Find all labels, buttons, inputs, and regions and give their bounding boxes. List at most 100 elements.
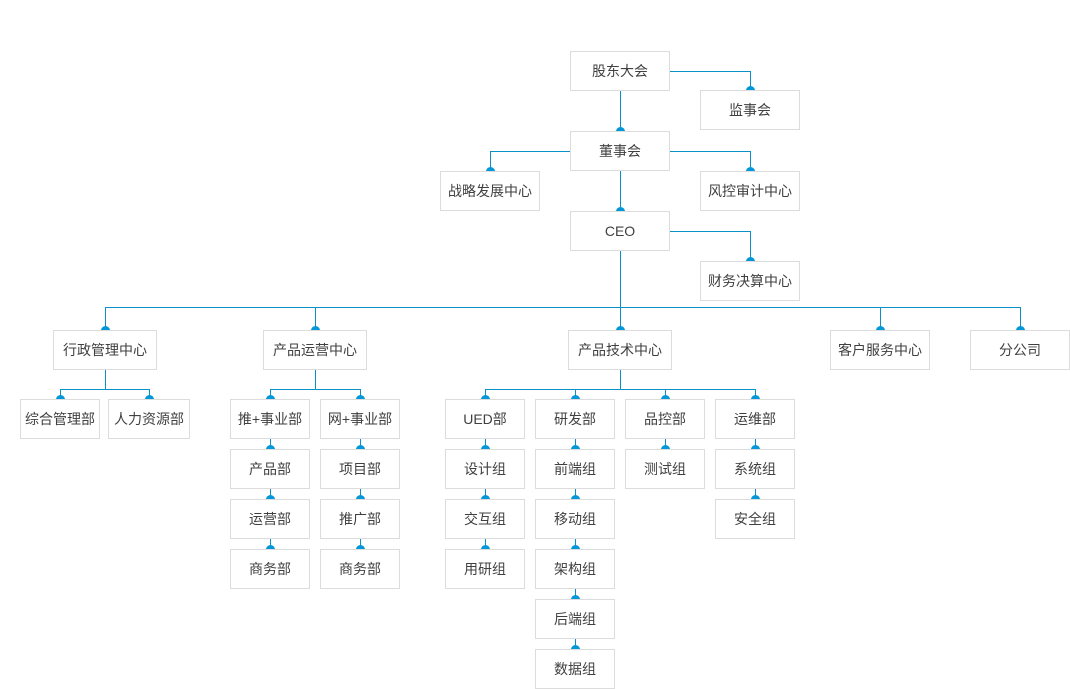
connector-line — [620, 91, 621, 131]
org-node[interactable]: 战略发展中心 — [440, 171, 540, 211]
org-node-label: 商务部 — [339, 561, 381, 577]
org-node[interactable]: 数据组 — [535, 649, 615, 689]
org-node[interactable]: 前端组 — [535, 449, 615, 489]
org-node[interactable]: 财务决算中心 — [700, 261, 800, 301]
connector-line — [620, 231, 750, 232]
connector-line — [665, 439, 666, 449]
org-node[interactable]: 网+事业部 — [320, 399, 400, 439]
org-node-label: 前端组 — [554, 461, 596, 477]
org-node-label: 用研组 — [464, 561, 506, 577]
org-node[interactable]: 推+事业部 — [230, 399, 310, 439]
connector-line — [485, 389, 755, 390]
org-node-label: 交互组 — [464, 511, 506, 527]
org-node-label: 人力资源部 — [114, 411, 184, 427]
connector-line — [270, 489, 271, 499]
org-node[interactable]: 风控审计中心 — [700, 171, 800, 211]
connector-line — [575, 539, 576, 549]
org-node[interactable]: 架构组 — [535, 549, 615, 589]
org-node-label: CEO — [604, 223, 636, 239]
org-node-label: 财务决算中心 — [708, 273, 792, 289]
org-node[interactable]: 用研组 — [445, 549, 525, 589]
org-node[interactable]: 运维部 — [715, 399, 795, 439]
org-node[interactable]: 研发部 — [535, 399, 615, 439]
org-node[interactable]: 人力资源部 — [108, 399, 190, 439]
connector-line — [755, 439, 756, 449]
org-node-label: 客户服务中心 — [838, 342, 922, 358]
connector-line — [620, 151, 750, 152]
org-node-label: UED部 — [463, 411, 507, 427]
connector-line — [880, 307, 881, 330]
org-node[interactable]: CEO — [570, 211, 670, 251]
org-node[interactable]: 商务部 — [320, 549, 400, 589]
connector-line — [665, 389, 666, 399]
org-node-label: 系统组 — [734, 461, 776, 477]
connector-line — [270, 439, 271, 449]
org-node-label: 监事会 — [729, 102, 771, 118]
connector-line — [620, 251, 621, 307]
org-node[interactable]: 分公司 — [970, 330, 1070, 370]
org-node-label: 运维部 — [734, 411, 776, 427]
org-node-label: 运营部 — [249, 511, 291, 527]
org-node-label: 测试组 — [644, 461, 686, 477]
org-node-label: 移动组 — [554, 511, 596, 527]
org-node[interactable]: UED部 — [445, 399, 525, 439]
org-node-label: 安全组 — [734, 511, 776, 527]
org-node-label: 数据组 — [554, 661, 596, 677]
org-node[interactable]: 商务部 — [230, 549, 310, 589]
org-node[interactable]: 项目部 — [320, 449, 400, 489]
org-node[interactable]: 后端组 — [535, 599, 615, 639]
org-node[interactable]: 行政管理中心 — [53, 330, 157, 370]
connector-line — [360, 389, 361, 399]
org-node-label: 风控审计中心 — [708, 183, 792, 199]
org-node[interactable]: 推广部 — [320, 499, 400, 539]
org-node[interactable]: 移动组 — [535, 499, 615, 539]
connector-line — [105, 307, 106, 330]
org-node-label: 产品部 — [249, 461, 291, 477]
org-node[interactable]: 运营部 — [230, 499, 310, 539]
org-node[interactable]: 客户服务中心 — [830, 330, 930, 370]
connector-line — [105, 370, 106, 389]
connector-line — [490, 151, 491, 171]
org-node-label: 综合管理部 — [25, 411, 95, 427]
org-node-label: 推+事业部 — [237, 411, 303, 427]
org-node[interactable]: 产品部 — [230, 449, 310, 489]
org-node-label: 股东大会 — [592, 63, 648, 79]
org-node[interactable]: 测试组 — [625, 449, 705, 489]
connector-line — [755, 389, 756, 399]
org-node-label: 网+事业部 — [327, 411, 393, 427]
org-node-label: 产品技术中心 — [578, 342, 662, 358]
connector-line — [620, 370, 621, 389]
org-node-label: 产品运营中心 — [273, 342, 357, 358]
connector-line — [105, 307, 1020, 308]
connector-line — [620, 171, 621, 211]
org-node[interactable]: 设计组 — [445, 449, 525, 489]
org-node[interactable]: 监事会 — [700, 90, 800, 130]
connector-line — [360, 439, 361, 449]
connector-line — [485, 539, 486, 549]
org-node[interactable]: 股东大会 — [570, 51, 670, 91]
connector-line — [485, 389, 486, 399]
org-node[interactable]: 系统组 — [715, 449, 795, 489]
connector-line — [360, 539, 361, 549]
connector-line — [575, 639, 576, 649]
org-node-label: 研发部 — [554, 411, 596, 427]
org-node[interactable]: 安全组 — [715, 499, 795, 539]
connector-line — [575, 389, 576, 399]
org-node[interactable]: 综合管理部 — [20, 399, 100, 439]
org-node-label: 战略发展中心 — [448, 183, 532, 199]
connector-line — [270, 539, 271, 549]
org-node-label: 设计组 — [464, 461, 506, 477]
org-node[interactable]: 品控部 — [625, 399, 705, 439]
org-node[interactable]: 产品技术中心 — [568, 330, 672, 370]
connector-line — [60, 389, 149, 390]
org-node[interactable]: 产品运营中心 — [263, 330, 367, 370]
connector-line — [485, 439, 486, 449]
connector-line — [270, 389, 360, 390]
connector-line — [360, 489, 361, 499]
connector-line — [315, 307, 316, 330]
org-node[interactable]: 董事会 — [570, 131, 670, 171]
org-node[interactable]: 交互组 — [445, 499, 525, 539]
connector-line — [750, 231, 751, 261]
connector-line — [485, 489, 486, 499]
